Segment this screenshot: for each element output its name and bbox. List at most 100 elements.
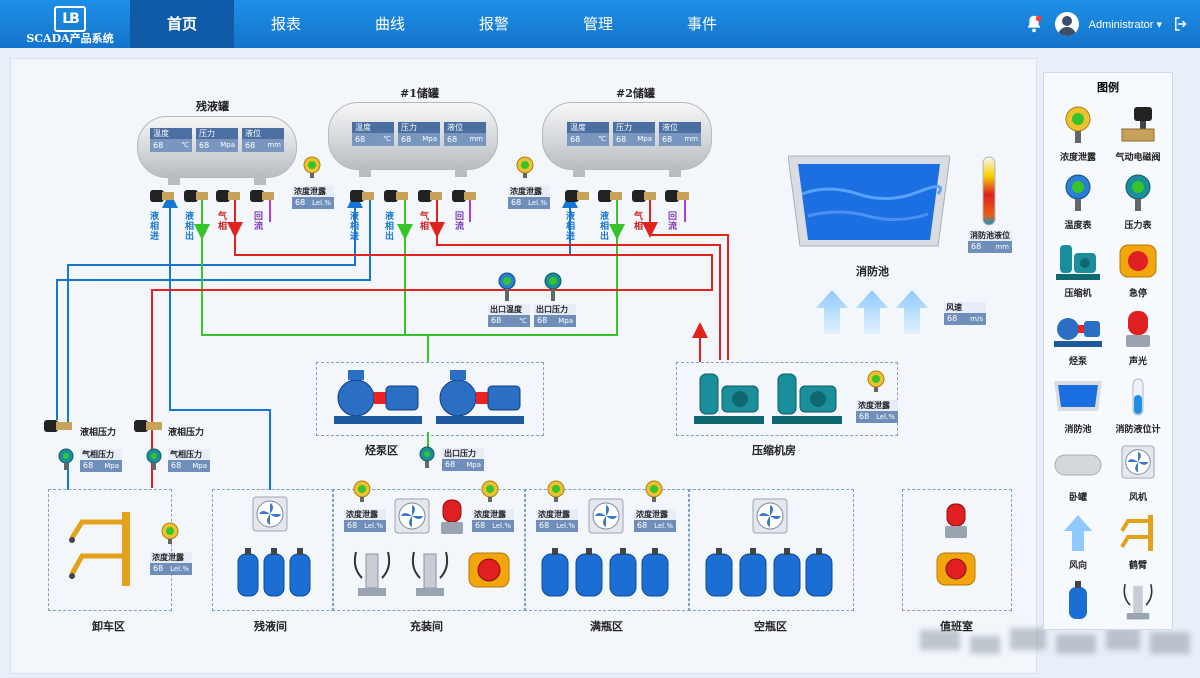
valve-label-return: 回流 — [254, 212, 264, 232]
unload-area-label: 卸车区 — [92, 620, 125, 633]
tank-2-title: #2储罐 — [616, 87, 655, 100]
gas-detector-icon[interactable] — [352, 480, 372, 502]
residue-room-zone — [212, 489, 334, 611]
filling-room-label: 充装间 — [410, 620, 443, 633]
thermometer-icon — [1065, 174, 1091, 211]
pressure-gauge-icon[interactable] — [58, 448, 74, 470]
residue-room-label: 残液间 — [254, 620, 287, 633]
legend-item-loading-arm: 鹤臂 — [1108, 509, 1168, 575]
gas-cylinder-icon[interactable] — [540, 548, 670, 598]
gas-cylinder-icon — [1069, 581, 1087, 619]
legend-title: 图例 — [1097, 81, 1119, 94]
legend-item-gas-detector: 浓度泄露 — [1048, 101, 1108, 167]
fan-icon[interactable] — [394, 498, 430, 534]
gas-cylinder-icon[interactable] — [236, 548, 312, 598]
pool-label: 消防池 — [856, 265, 889, 278]
alarm-light-icon — [1126, 311, 1150, 347]
user-avatar[interactable] — [1054, 12, 1079, 36]
pump-area-zone — [316, 362, 544, 436]
valve-label-gas: 气相 — [634, 212, 644, 232]
nav-alarms[interactable]: 报警 — [478, 15, 509, 33]
valve-label-return: 回流 — [668, 212, 678, 232]
compressor-room-zone — [676, 362, 898, 436]
pressure-gauge-icon[interactable] — [146, 448, 162, 470]
gas-detector-icon[interactable] — [515, 156, 535, 178]
emergency-stop-icon[interactable] — [936, 552, 976, 586]
wind-arrow-icon — [816, 290, 928, 334]
gas-detector-icon[interactable] — [302, 156, 322, 178]
valve-label-liq-in: 液相进 — [566, 212, 576, 242]
legend-item-filling-scale — [1108, 577, 1168, 627]
level-gauge-icon[interactable] — [982, 156, 996, 226]
nav-management[interactable]: 管理 — [582, 15, 613, 33]
fan-icon[interactable] — [252, 496, 288, 532]
liquid-press-label-b: 液相压力 — [168, 428, 205, 438]
full-area-label: 满瓶区 — [590, 620, 623, 633]
logout-icon[interactable] — [1172, 15, 1190, 33]
pump-icon[interactable] — [436, 368, 526, 426]
empty-area-label: 空瓶区 — [754, 620, 787, 633]
valve-label-liq-out: 液相出 — [185, 212, 195, 242]
pressure-gauge-icon — [1125, 174, 1151, 211]
nav-reports[interactable]: 报表 — [270, 15, 301, 33]
filling-scale-icon[interactable] — [350, 548, 394, 598]
compressor-icon[interactable] — [694, 368, 764, 426]
nav-events[interactable]: 事件 — [686, 15, 717, 33]
username-dropdown[interactable]: Administrator ▾ — [1088, 18, 1162, 31]
alarm-light-icon[interactable] — [440, 498, 464, 536]
legend-panel: 图例 浓度泄露 气动电磁阀 温度表 压力表 压缩机 急停 烃泵 声光 消防池 消… — [1043, 72, 1173, 630]
gas-detector-icon[interactable] — [644, 480, 664, 502]
pneumatic-valve-icon[interactable] — [134, 418, 164, 434]
alarm-light-icon[interactable] — [944, 502, 968, 540]
gas-detector-icon[interactable] — [160, 522, 180, 544]
legend-item-compressor: 压缩机 — [1048, 237, 1108, 303]
filling-scale-icon[interactable] — [408, 548, 452, 598]
fan-icon[interactable] — [588, 498, 624, 534]
fan-icon — [1121, 445, 1155, 479]
gas-detector-icon[interactable] — [546, 480, 566, 502]
legend-item-alarm-light: 声光 — [1108, 305, 1168, 371]
nav-curves[interactable]: 曲线 — [374, 15, 405, 33]
tank-icon — [1054, 454, 1102, 476]
blurred-watermark — [920, 628, 1190, 654]
logo-mark: LB — [54, 6, 86, 32]
legend-item-fan: 风机 — [1108, 441, 1168, 507]
valve-label-liq-in: 液相进 — [350, 212, 360, 242]
pool-icon — [1054, 381, 1102, 411]
loading-arm-icon[interactable] — [62, 508, 142, 590]
gas-detector-icon[interactable] — [866, 370, 886, 392]
bell-icon[interactable] — [1023, 13, 1045, 35]
pressure-gauge-icon[interactable] — [544, 272, 562, 302]
tank-1-title: #1储罐 — [400, 87, 439, 100]
pressure-gauge-icon[interactable] — [419, 446, 435, 468]
thermometer-icon[interactable] — [498, 272, 516, 302]
app-logo[interactable]: LB SCADA产品系统 — [10, 2, 130, 46]
tank-leg — [573, 167, 585, 177]
pump-area-label: 烃泵区 — [365, 444, 398, 457]
nav-home[interactable]: 首页 — [130, 0, 234, 48]
compressor-icon[interactable] — [772, 368, 842, 426]
legend-item-pump: 烃泵 — [1048, 305, 1108, 371]
gas-cylinder-icon[interactable] — [704, 548, 834, 598]
fire-pool[interactable] — [788, 154, 950, 254]
tank-leg — [359, 167, 371, 177]
pneumatic-valve-icon[interactable] — [44, 418, 74, 434]
pump-icon[interactable] — [334, 368, 424, 426]
tank-leg — [254, 175, 266, 185]
gas-detector-icon[interactable] — [480, 480, 500, 502]
fan-icon[interactable] — [752, 498, 788, 534]
emergency-stop-icon[interactable] — [468, 552, 510, 588]
pneumatic-valve-icon — [150, 190, 689, 202]
